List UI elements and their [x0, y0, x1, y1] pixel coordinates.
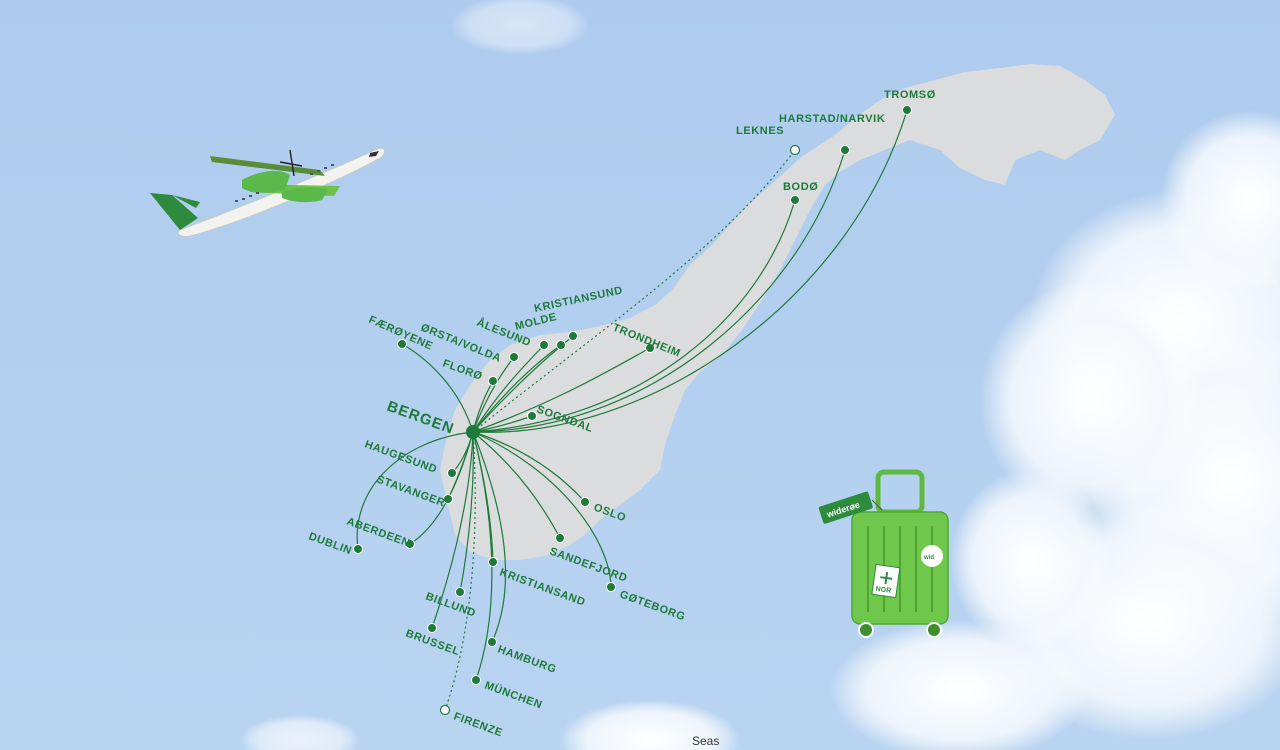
marker-aberdeen	[405, 539, 415, 549]
route-brussel	[431, 431, 474, 629]
route-billund	[459, 431, 474, 593]
marker-oslo	[580, 497, 590, 507]
sticker-text: NOR	[875, 586, 891, 595]
route-firenze	[444, 431, 476, 711]
route-molde	[472, 344, 562, 433]
marker-brussel	[427, 623, 437, 633]
round-sticker-text: wid	[923, 555, 934, 561]
marker-kristiansand	[488, 557, 498, 567]
norway-landmass	[440, 64, 1115, 560]
marker-hamburg	[487, 637, 497, 647]
clouds	[240, 0, 1280, 750]
label-harstad-narvik: HARSTAD/NARVIK	[779, 113, 885, 125]
marker-leknes	[789, 144, 801, 156]
destination-markers	[353, 105, 912, 716]
marker-munchen	[471, 675, 481, 685]
label-tromso: TROMSØ	[884, 89, 936, 101]
route-orsta-volda	[472, 356, 515, 433]
airplane-illustration	[150, 147, 385, 237]
marker-billund	[455, 587, 465, 597]
route-bodo	[472, 199, 796, 433]
route-alesund	[472, 344, 545, 433]
route-oslo	[472, 431, 586, 503]
marker-sogndal	[527, 411, 537, 421]
marker-bodo	[790, 195, 800, 205]
marker-dublin	[353, 544, 363, 554]
marker-floro	[488, 376, 498, 386]
marker-haugesund	[447, 468, 457, 478]
route-harstad-narvik	[472, 149, 846, 433]
marker-firenze	[439, 704, 451, 716]
marker-trondheim	[645, 343, 655, 353]
marker-sandefjord	[555, 533, 565, 543]
luggage-tag: widerøe	[818, 491, 873, 524]
marker-orsta-volda	[509, 352, 519, 362]
label-bodo: BODØ	[783, 181, 818, 193]
marker-harstad-narvik	[840, 145, 850, 155]
route-hamburg	[472, 431, 507, 643]
route-trondheim	[472, 347, 651, 433]
marker-kristiansund	[568, 331, 578, 341]
suitcase-illustration: widerøe NOR wid	[818, 469, 949, 638]
passport-sticker: NOR	[871, 563, 901, 599]
route-dublin	[356, 431, 474, 550]
routes	[356, 109, 908, 711]
route-goteborg	[472, 431, 612, 588]
marker-tromso	[902, 105, 912, 115]
label-leknes: LEKNES	[736, 125, 784, 137]
route-sandefjord	[472, 431, 561, 539]
marker-faroyene	[397, 339, 407, 349]
marker-hub-bergen	[466, 425, 480, 439]
marker-goteborg	[606, 582, 616, 592]
footer-text: Seas	[692, 734, 720, 748]
marker-molde	[556, 340, 566, 350]
route-faroyene	[401, 343, 474, 433]
route-tromso	[472, 109, 908, 433]
marker-stavanger	[443, 494, 453, 504]
marker-alesund	[539, 340, 549, 350]
